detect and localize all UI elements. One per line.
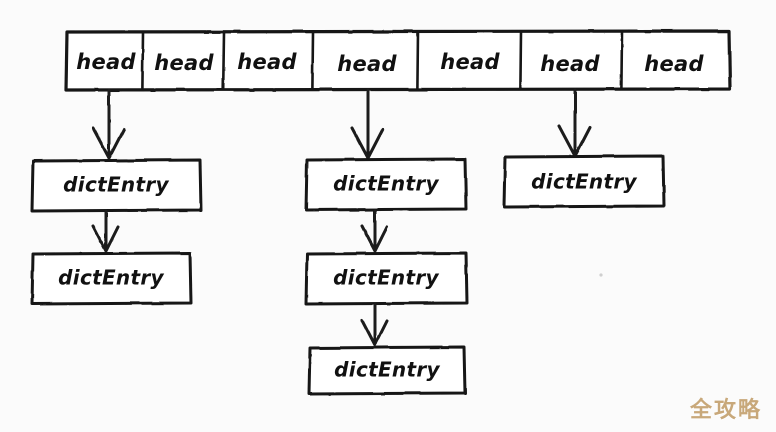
chain-bucket-3-node-2-label: dictEntry: [334, 358, 440, 382]
chain-bucket-5-node-0-label: dictEntry: [531, 170, 637, 194]
node-outline: [304, 157, 468, 212]
chain-bucket-3-node-1-label: dictEntry: [333, 266, 439, 290]
head-cell-label-0: head: [76, 50, 136, 74]
head-cell-divider-1: [141, 31, 145, 90]
head-cell-label-6: head: [644, 52, 704, 76]
arrow-head-glyph: [350, 126, 385, 160]
arrow-head-glyph: [360, 224, 389, 253]
arrow-head-glyph: [360, 318, 389, 347]
chain-bucket-3-node-2: [307, 345, 467, 396]
head-cell-label-3: head: [337, 52, 397, 76]
chain-bucket-0-node-1-label: dictEntry: [58, 266, 164, 290]
chain-bucket-0-node-0-label: dictEntry: [63, 173, 169, 197]
chain-bucket-0-node-0: [30, 158, 203, 213]
arrow-chain3-0-to-1: [360, 208, 389, 253]
chain-bucket-0-node-1: [30, 251, 193, 306]
node-outline: [304, 251, 469, 306]
head-cell-divider-4: [416, 30, 420, 90]
head-cell-divider-2: [221, 31, 226, 90]
arrow-chain3-1-to-2: [360, 302, 389, 347]
watermark-label: 全攻略: [689, 398, 762, 423]
node-outline: [307, 345, 467, 396]
arrow-head3-to-entry: [350, 88, 385, 160]
chain-bucket-3-node-0-label: dictEntry: [333, 172, 439, 196]
chain-bucket-3-node-0: [304, 157, 468, 212]
arrow-head0-to-entry: [91, 88, 126, 160]
node-outline: [30, 158, 203, 213]
node-outline: [30, 251, 193, 306]
head-array: [64, 29, 732, 92]
head-cell-label-4: head: [440, 50, 500, 74]
arrow-head-glyph: [91, 126, 126, 160]
head-cell-divider-6: [620, 30, 624, 90]
head-cell-divider-5: [519, 30, 523, 90]
arrow-head5-to-entry: [557, 88, 592, 158]
node-outline: [502, 154, 666, 209]
chain-bucket-5-node-0: [502, 154, 666, 209]
head-cell-label-5: head: [540, 52, 600, 76]
head-cell-label-1: head: [154, 51, 214, 75]
head-cell-label-2: head: [237, 50, 297, 74]
chain-bucket-3-node-1: [304, 251, 469, 306]
arrow-chain0-0-to-1: [91, 209, 120, 253]
arrow-head-glyph: [91, 224, 120, 253]
stray-mark: [599, 273, 603, 277]
head-array-outline: [64, 29, 732, 92]
head-cell-divider-3: [311, 31, 315, 90]
